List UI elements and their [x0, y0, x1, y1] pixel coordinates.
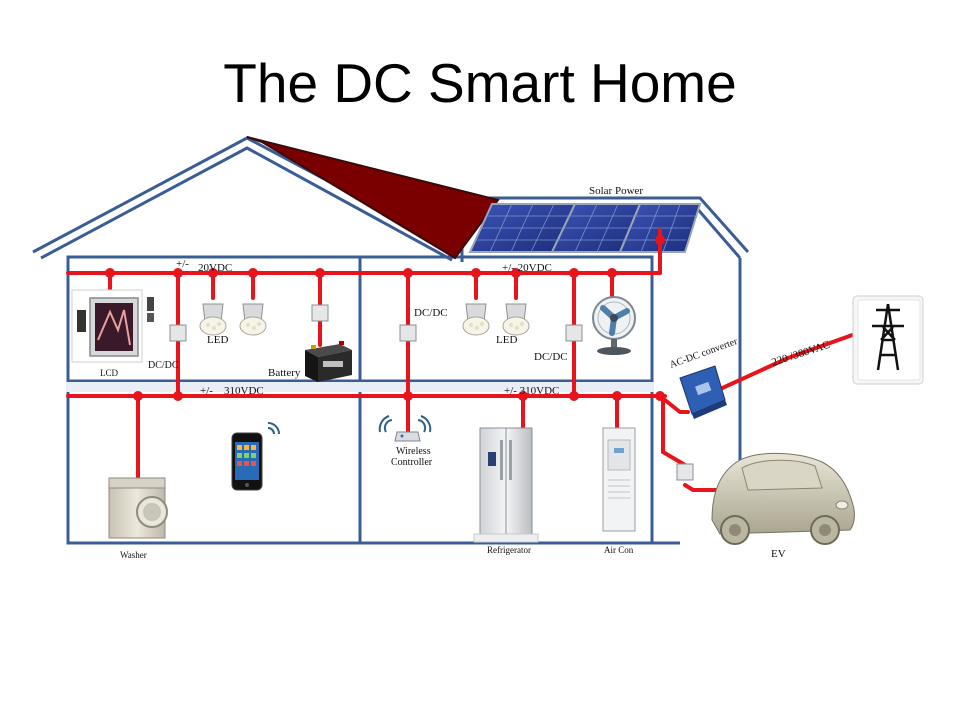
wireless-signal-icon — [378, 415, 432, 433]
lcd-tv-image — [71, 289, 154, 363]
dcdc-lower-right-label: DC/DC — [534, 351, 568, 363]
bus20-right-label: +/- 20VDC — [502, 262, 552, 274]
ev-car-image — [711, 453, 855, 545]
wireless-router-image — [394, 431, 421, 442]
power-grid-icon — [852, 295, 924, 385]
dcdc-left-label: DC/DC — [148, 360, 179, 371]
bus310-right-label: +/- 310VDC — [504, 385, 559, 397]
dcdc-box-ev — [676, 463, 694, 481]
washer-image — [108, 477, 168, 539]
grid-voltage-label: 220 /380VAC — [770, 339, 831, 369]
junction-dots — [105, 235, 730, 495]
led-left-label: LED — [207, 334, 228, 346]
ac-dc-converter-label: AC-DC converter — [668, 336, 739, 371]
fan-image — [592, 296, 636, 355]
led-bulbs-left — [199, 303, 267, 336]
air-con-image — [602, 427, 636, 532]
slide-title: The DC Smart Home — [223, 52, 737, 114]
lcd-label: LCD — [100, 368, 119, 378]
solar-power-label: Solar Power — [589, 185, 643, 197]
bus310-left-sign: +/- — [200, 385, 213, 397]
dcdc-upper-right-label: DC/DC — [414, 307, 448, 319]
air-con-label: Air Con — [604, 545, 634, 555]
dcdc-boxes — [169, 304, 694, 481]
refrigerator-image — [473, 427, 539, 543]
ev-label: EV — [771, 548, 786, 560]
dcdc-box-battery — [311, 304, 329, 322]
refrigerator-label: Refrigerator — [487, 545, 531, 555]
battery-label: Battery — [268, 367, 301, 379]
led-right-label: LED — [496, 334, 517, 346]
bus20-left-volt: 20VDC — [198, 262, 232, 274]
dcdc-box-right-upper — [399, 324, 417, 342]
smartphone-image — [231, 432, 263, 491]
bus310-left-volt: 310VDC — [224, 385, 264, 397]
led-bulbs-right — [462, 303, 530, 336]
washer-label: Washer — [120, 550, 147, 560]
dcdc-box-right-lower — [565, 324, 583, 342]
solar-panels — [468, 203, 702, 253]
ac-dc-converter-image — [679, 365, 727, 419]
controller-label: Controller — [391, 457, 433, 468]
floor-slab — [66, 382, 654, 392]
battery-image — [305, 341, 352, 382]
dcdc-box-left — [169, 324, 187, 342]
wireless-label: Wireless — [396, 446, 431, 457]
roof-band — [246, 136, 500, 260]
wifi-signal-icon — [267, 422, 280, 435]
bus20-left-sign: +/- — [176, 258, 189, 270]
